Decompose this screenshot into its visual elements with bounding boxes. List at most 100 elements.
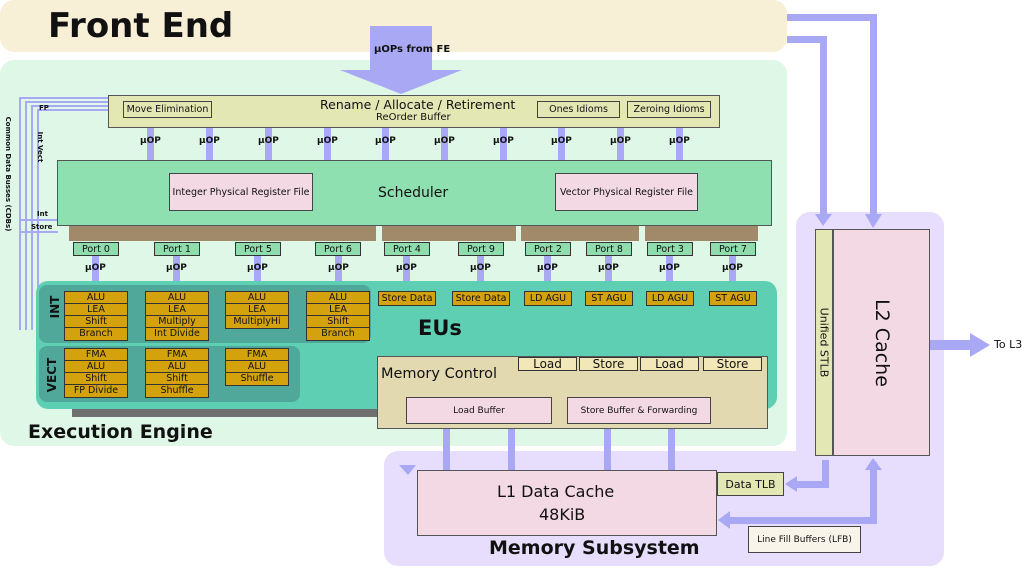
unit-op: FMA <box>226 349 288 361</box>
uop-label: µOP <box>598 263 619 273</box>
port-3: Port 3 <box>647 242 693 256</box>
uop-label: µOP <box>247 263 268 273</box>
front-end-title: Front End <box>48 6 234 46</box>
load-box: Load <box>518 357 577 371</box>
l2-cache-block <box>833 229 930 456</box>
unit-op: Shift <box>65 373 127 385</box>
cdb-store-label: Store <box>31 223 53 231</box>
unit-op: LEA <box>65 304 127 316</box>
port-1: Port 1 <box>154 242 200 256</box>
data-tlb-box: Data TLB <box>717 472 784 496</box>
store-buffer-box: Store Buffer & Forwarding <box>567 397 711 424</box>
unified-stlb-block <box>815 229 833 456</box>
execution-engine-title: Execution Engine <box>28 421 213 443</box>
port-2: Port 2 <box>525 242 571 256</box>
cdb-int-vect-label: Int Vect <box>36 131 44 163</box>
unit-op: LEA <box>307 304 369 316</box>
int-label: INT <box>48 295 62 319</box>
port-0: Port 0 <box>73 242 119 256</box>
port-bar <box>521 226 639 241</box>
port-6: Port 6 <box>315 242 361 256</box>
cdb-title: Common Data Busses (CDBs) <box>4 116 12 232</box>
zeroing-idioms-box: Zeroing Idioms <box>627 101 711 118</box>
l1-data-cache-block <box>417 470 717 536</box>
unit-op: ALU <box>226 292 288 304</box>
unit-op: Int Divide <box>154 328 200 339</box>
uop-label: µOP <box>470 263 491 273</box>
store-data-port4: Store Data <box>378 291 436 306</box>
lfb-box: Line Fill Buffers (LFB) <box>748 526 861 553</box>
unit-op: Shift <box>307 316 369 328</box>
uop-label: µOP <box>434 136 455 146</box>
uop-label: µOP <box>551 136 572 146</box>
port-bar <box>645 226 758 241</box>
unit-op: FMA <box>146 349 208 361</box>
l1-size-label: 48KiB <box>539 505 586 524</box>
unit-op: ALU <box>65 361 127 373</box>
load-box: Load <box>640 357 699 371</box>
unit-op: FP Divide <box>73 385 119 396</box>
uop-label: µOP <box>199 136 220 146</box>
unit-op: Shuffle <box>160 385 194 396</box>
unit-op: ALU <box>146 361 208 373</box>
int-unit-port1: ALU LEA Multiply Int Divide <box>145 291 209 341</box>
st-agu-port8: ST AGU <box>585 291 633 306</box>
port-8: Port 8 <box>586 242 632 256</box>
move-elimination-box: Move Elimination <box>123 101 212 118</box>
vector-prf-box: Vector Physical Register File <box>555 173 698 211</box>
uop-label: µOP <box>258 136 279 146</box>
vect-unit-port5: FMA ALU Shuffle <box>225 348 289 386</box>
unit-op: LEA <box>226 304 288 316</box>
l2-cache-label: L2 Cache <box>871 299 893 387</box>
unit-op: Multiply <box>146 316 208 328</box>
port-5: Port 5 <box>235 242 281 256</box>
port-9: Port 9 <box>458 242 504 256</box>
unit-op: Branch <box>79 328 113 339</box>
uop-label: µOP <box>610 136 631 146</box>
uop-label: µOP <box>659 263 680 273</box>
unit-op: ALU <box>226 361 288 373</box>
int-unit-port0: ALU LEA Shift Branch <box>64 291 128 341</box>
store-box: Store <box>579 357 638 371</box>
memory-subsystem-title: Memory Subsystem <box>489 537 700 559</box>
port-4: Port 4 <box>384 242 430 256</box>
uop-label: µOP <box>537 263 558 273</box>
ones-idioms-box: Ones Idioms <box>537 101 620 118</box>
unit-op: ALU <box>307 292 369 304</box>
port-bar <box>382 226 516 241</box>
uop-label: µOP <box>328 263 349 273</box>
store-box: Store <box>703 357 762 371</box>
unit-op: Shift <box>146 373 208 385</box>
st-agu-port7: ST AGU <box>709 291 757 306</box>
eus-title: EUs <box>418 316 462 340</box>
ld-agu-port2: LD AGU <box>524 291 572 306</box>
cdb-fp-label: FP <box>39 104 49 112</box>
unified-stlb-label: Unified STLB <box>817 307 831 378</box>
rename-title: Rename / Allocate / Retirement <box>320 97 516 112</box>
unit-op: FMA <box>65 349 127 361</box>
uops-from-fe-label: µOPs from FE <box>374 44 451 55</box>
uop-label: µOP <box>493 136 514 146</box>
uop-label: µOP <box>375 136 396 146</box>
cdb-int-label: Int <box>37 210 48 218</box>
unit-op: Branch <box>321 328 355 339</box>
uop-label: µOP <box>396 263 417 273</box>
to-l3-label: To L3 <box>994 338 1023 351</box>
store-data-port9: Store Data <box>452 291 510 306</box>
int-unit-port6: ALU LEA Shift Branch <box>306 291 370 341</box>
vect-label: VECT <box>45 357 59 393</box>
unit-op: ALU <box>65 292 127 304</box>
scheduler-title: Scheduler <box>378 185 449 201</box>
vect-unit-port0: FMA ALU Shift FP Divide <box>64 348 128 398</box>
port-bar <box>69 226 376 241</box>
uop-label: µOP <box>669 136 690 146</box>
uop-label: µOP <box>166 263 187 273</box>
uop-label: µOP <box>317 136 338 146</box>
load-buffer-box: Load Buffer <box>406 397 552 424</box>
uop-label: µOP <box>85 263 106 273</box>
unit-op: ALU <box>146 292 208 304</box>
uop-label: µOP <box>140 136 161 146</box>
unit-op: LEA <box>146 304 208 316</box>
memory-control-title: Memory Control <box>381 366 497 382</box>
